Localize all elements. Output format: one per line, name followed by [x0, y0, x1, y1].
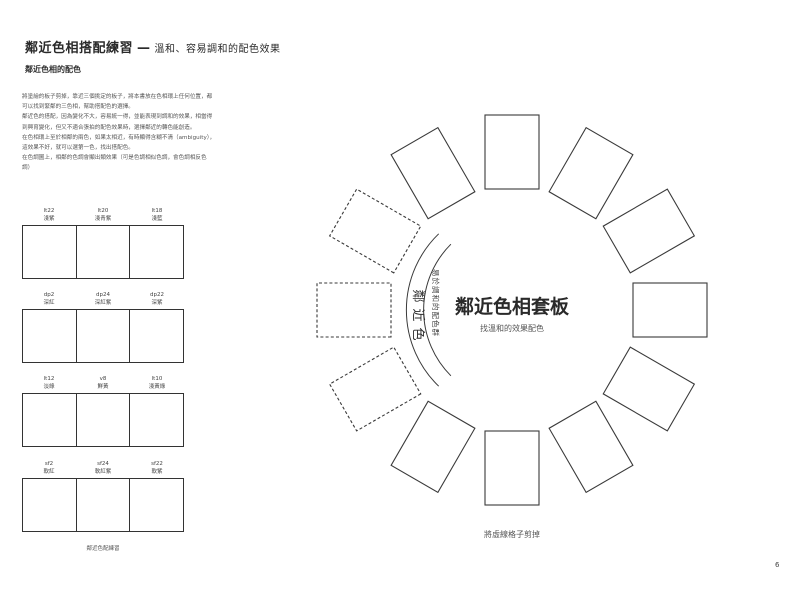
wheel-side-label-small: 易於調和的配色群 [431, 269, 441, 337]
wheel-color-slot[interactable] [548, 400, 634, 494]
wheel-color-slot[interactable] [390, 126, 476, 220]
paragraph-line: 在色相環上至於相鄰的兩色，如果太相近，有時顯得含糊不清（ambiguity）， [22, 134, 216, 141]
wheel-color-slot[interactable] [390, 400, 476, 494]
paragraph-line: 調） [22, 165, 34, 172]
wheel-color-slot[interactable] [484, 430, 540, 506]
wheel-color-slot[interactable] [602, 188, 696, 274]
wheel-center-title: 鄰近色相套板 [455, 295, 570, 318]
wheel-color-slot[interactable] [632, 282, 708, 338]
paragraph-line: 在色調圖上，相鄰的色調會顯出類效果（可是色調相似色調，會色調相反色 [22, 155, 207, 162]
paragraph-line: 到興育變化，但又不適合張拍的配色效果時，選擇鄰近的轉色能創造。 [22, 124, 196, 131]
swatch-box[interactable] [23, 479, 77, 531]
swatch-box[interactable] [77, 394, 131, 446]
title-sub: 溫和、容易調和的配色效果 [154, 44, 281, 55]
wheel-cutout-slot[interactable] [328, 188, 422, 274]
swatch-box[interactable] [77, 310, 131, 362]
swatch-row [22, 393, 184, 447]
wheel-color-slot[interactable] [548, 126, 634, 220]
paragraph-line: 將塗繪的板子剪掉，靠近三個挑定的板子，將本書放在色相環上任何位置，都 [22, 94, 213, 100]
swatch-row [22, 309, 184, 363]
arc-outer [405, 233, 440, 387]
title-separator: — [137, 41, 151, 56]
wheel-cutout-slot[interactable] [316, 282, 392, 338]
swatch-box[interactable] [23, 394, 77, 446]
swatch-row [22, 225, 184, 279]
wheel-bottom-instruction: 將虛線格子剪掉 [484, 529, 540, 539]
paragraph-line: 這效果不好，就可以選第一色，找出搭配色。 [22, 145, 134, 152]
swatch-row [22, 478, 184, 532]
swatch-box[interactable] [23, 310, 77, 362]
arc-inner [423, 243, 452, 377]
wheel-color-slot[interactable] [602, 346, 696, 432]
swatch-box[interactable] [23, 226, 77, 278]
page-title: 鄰近色相搭配練習—溫和、容易調和的配色效果 [25, 37, 281, 56]
section-subtitle: 鄰近色相的配色 [25, 65, 81, 74]
wheel-cutout-slot[interactable] [328, 346, 422, 432]
wheel-side-label-large: 鄰近色 [410, 289, 426, 346]
wheel-slots [316, 114, 708, 506]
swatch-caption: 鄰近色配練習 [86, 546, 120, 552]
page-number: 6 [775, 561, 780, 569]
title-main: 鄰近色相搭配練習 [25, 41, 134, 56]
paragraph-line: 鄰近色的搭配，因為變化不大，容易統一得，並能表現到調和的效果，相當得 [22, 114, 213, 121]
intro-paragraph: 將塗繪的板子剪掉，靠近三個挑定的板子，將本書放在色相環上任何位置，都 可以找到緊… [22, 92, 307, 174]
wheel-color-slot[interactable] [484, 114, 540, 190]
swatch-box[interactable] [77, 479, 131, 531]
wheel-center-subtitle: 找溫和的效果配色 [480, 323, 544, 333]
swatch-box[interactable] [77, 226, 131, 278]
paragraph-line: 可以找到緊鄰的三色相，幫助搭配色的選擇。 [22, 104, 134, 111]
